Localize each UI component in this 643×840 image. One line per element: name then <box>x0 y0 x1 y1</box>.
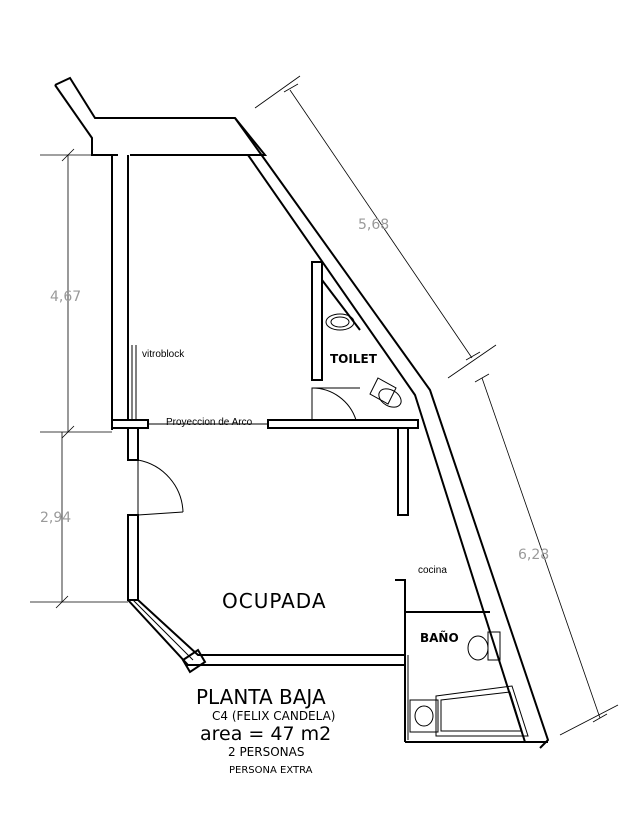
plan-subtitle: C4 (FELIX CANDELA) <box>212 709 336 723</box>
plan-area: area = 47 m2 <box>200 723 331 745</box>
bathroom <box>407 631 529 740</box>
bathroom-label: BAÑO <box>420 630 459 645</box>
dimension-left-bottom <box>30 432 128 609</box>
dimension-top-right-value: 5,68 <box>358 217 389 233</box>
vitroblock-label: vitroblock <box>142 349 185 360</box>
dimension-bottom-right-value: 6,28 <box>518 547 549 563</box>
plan-extra-person: PERSONA EXTRA <box>229 765 313 776</box>
arch-projection-wall <box>111 419 419 461</box>
toilet-room <box>311 261 402 421</box>
dimension-right-top <box>254 75 497 379</box>
outer-walls <box>54 76 550 749</box>
plan-persons: 2 PERSONAS <box>228 745 304 759</box>
dimension-top-left-value: 4,67 <box>50 289 81 305</box>
dimension-right-bottom <box>474 373 619 736</box>
vitroblock-glazing <box>127 345 137 420</box>
occupied-area-label: OCUPADA <box>222 589 327 613</box>
dimension-bottom-left-value: 2,94 <box>40 510 71 526</box>
kitchen-label: cocina <box>418 565 447 576</box>
entrance-door <box>127 459 184 601</box>
toilet-label: TOILET <box>330 352 378 366</box>
bay-window-wall <box>127 599 405 674</box>
kitchen-partition <box>395 427 490 655</box>
dimension-left-top <box>40 148 112 439</box>
plan-title: PLANTA BAJA <box>196 685 326 709</box>
arch-projection-label: Proyeccion de Arco <box>166 417 253 428</box>
